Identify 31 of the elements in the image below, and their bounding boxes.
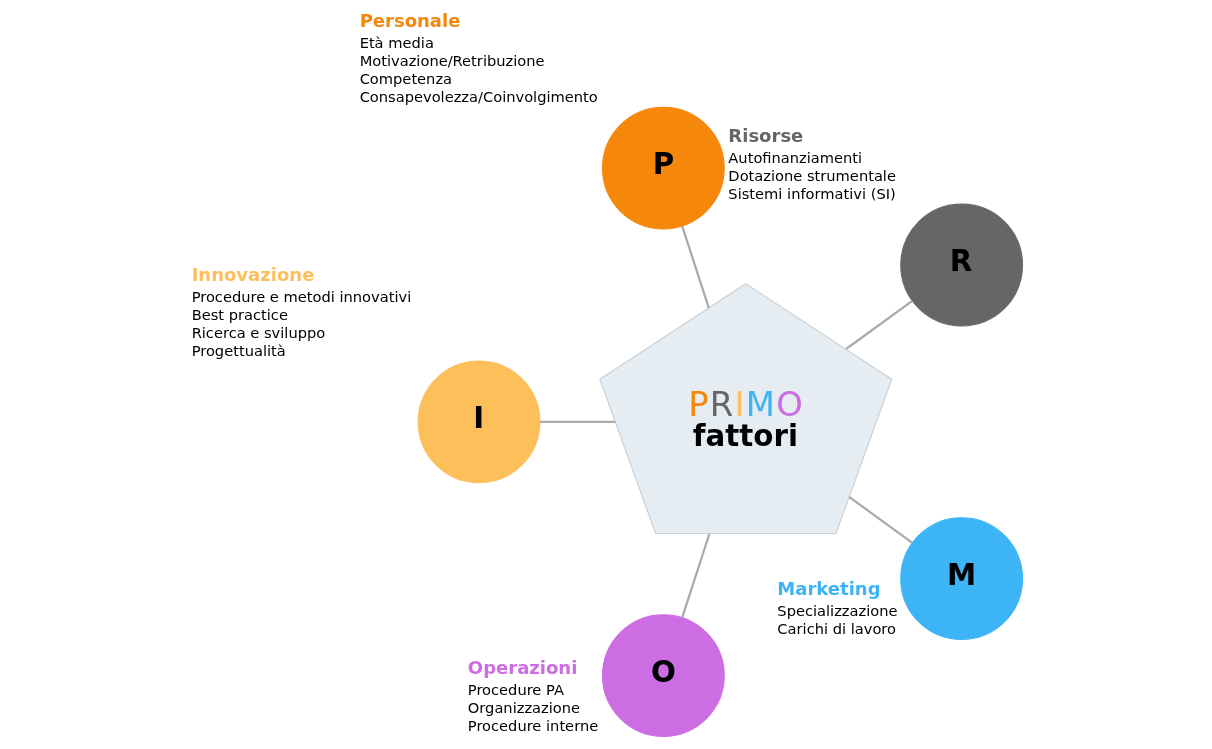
node-label: Specializzazione — [776, 602, 898, 620]
node-label: Motivazione/Retribuzione — [359, 52, 545, 69]
node-circle: O — [601, 614, 725, 737]
node-label: Carichi di lavoro — [776, 620, 896, 638]
node-label: Età media — [359, 33, 434, 51]
node-label: Procedure PA — [467, 681, 564, 699]
node-label: Operazioni — [467, 657, 577, 679]
node-circle: R — [899, 203, 1023, 327]
node-label: Innovazione — [191, 263, 314, 285]
node-label: Competenza — [359, 70, 452, 88]
node-label: Consapevolezza/Coinvolgimento — [359, 88, 598, 106]
node-label: Autofinanziamenti — [727, 148, 862, 166]
node-label: Procedure interne — [467, 717, 598, 735]
node-label: Progettualità — [191, 341, 286, 359]
node-circle: P — [601, 106, 725, 230]
connector — [539, 420, 615, 423]
connector — [680, 225, 710, 309]
connector — [844, 299, 913, 350]
node-circle: I — [417, 360, 540, 484]
node-label: Organizzazione — [467, 699, 580, 717]
connector — [680, 533, 710, 619]
node-label: Sistemi informativi (SI) — [727, 184, 896, 202]
node-circle: M — [899, 517, 1023, 641]
node-label: Risorse — [727, 124, 803, 146]
node-label: Procedure e metodi innovativi — [191, 287, 411, 305]
node-label: Best practice — [191, 305, 288, 323]
connector — [848, 496, 913, 544]
node-label: Dotazione strumentale — [727, 166, 896, 184]
node-label: Personale — [359, 10, 460, 31]
node-label: Marketing — [776, 578, 881, 600]
node-label: Ricerca e sviluppo — [191, 323, 325, 341]
